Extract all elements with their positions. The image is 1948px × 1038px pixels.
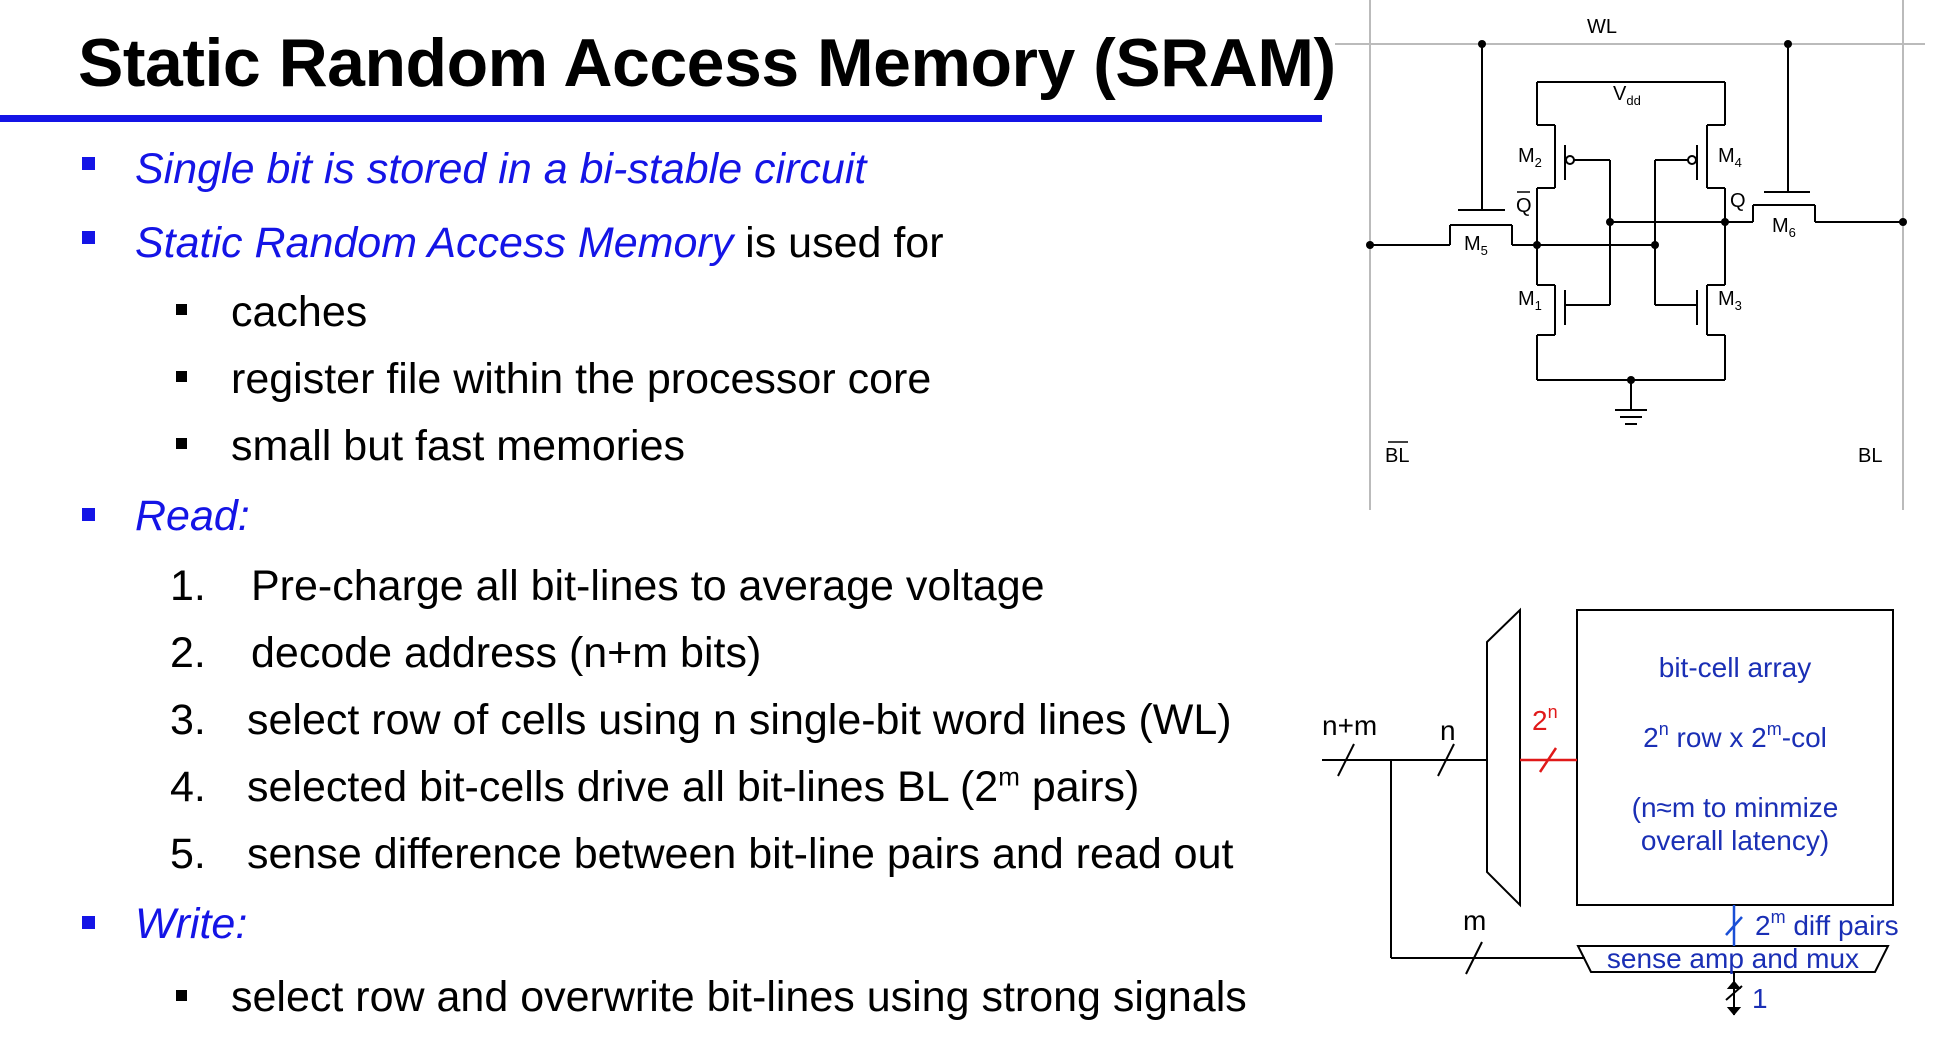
svg-text:M1: M1 — [1518, 288, 1542, 313]
sram-usage-rest: is used for — [733, 219, 944, 267]
m2-label: M — [1518, 145, 1535, 167]
m1-label: M — [1518, 288, 1535, 310]
nm-label: n+m — [1322, 710, 1377, 741]
output-one-label: 1 — [1752, 983, 1768, 1014]
array-dims-sup1: n — [1659, 719, 1669, 739]
bullet-sram-usage: Static Random Access Memory is used for — [135, 218, 944, 268]
read-step-3: select row of cells using n single-bit w… — [247, 696, 1232, 744]
diff-sup: m — [1771, 907, 1786, 927]
array-note-1: (n≈m to minmize — [1632, 792, 1839, 823]
blbar-label: BL — [1385, 445, 1409, 467]
svg-text:Vdd: Vdd — [1613, 83, 1641, 108]
bullet-marker — [82, 916, 95, 929]
read-step-4-sup: m — [998, 761, 1020, 792]
array-dims-b: row x 2 — [1669, 722, 1767, 753]
m3-subscript: 3 — [1735, 298, 1742, 313]
read-step-2: decode address (n+m bits) — [251, 629, 762, 677]
n-label: n — [1440, 715, 1456, 746]
wl-label: WL — [1587, 16, 1617, 38]
m6-label: M — [1772, 215, 1789, 237]
array-note-2: overall latency) — [1641, 825, 1829, 856]
sub-bullet-marker — [176, 371, 187, 382]
bullet-marker — [82, 508, 95, 521]
m4-label: M — [1718, 145, 1735, 167]
write-heading: Write: — [135, 900, 248, 948]
two-n-label: 2 — [1532, 705, 1548, 736]
bullet-marker — [82, 231, 95, 244]
read-step-4-text: selected bit-cells drive all bit-lines B… — [247, 763, 999, 811]
sub-bullet-marker — [176, 990, 187, 1001]
read-heading: Read: — [135, 492, 250, 540]
array-dims-a: 2 — [1643, 722, 1659, 753]
svg-text:M5: M5 — [1464, 233, 1488, 258]
diff-b: diff pairs — [1786, 910, 1899, 941]
m6-subscript: 6 — [1789, 225, 1796, 240]
sram-cell-schematic: WL Vdd M2 M4 M1 M3 M5 M6 Q Q BL BL — [1335, 0, 1925, 510]
svg-text:M6: M6 — [1772, 215, 1796, 240]
q-label: Q — [1730, 190, 1746, 212]
m1-subscript: 1 — [1535, 298, 1542, 313]
vdd-subscript: dd — [1626, 93, 1640, 108]
sram-term: Static Random Access Memory — [135, 219, 734, 267]
sram-array-diagram: n+m n 2n m bit-cell array 2n row x 2m-co… — [1322, 607, 1899, 1016]
sub-bullet-marker — [176, 438, 187, 449]
svg-text:M3: M3 — [1718, 288, 1742, 313]
title-underline — [0, 115, 1322, 122]
m5-subscript: 5 — [1481, 243, 1488, 258]
array-title: bit-cell array — [1659, 652, 1811, 683]
read-step-5: sense difference between bit-line pairs … — [247, 830, 1234, 878]
vdd-label: V — [1613, 83, 1627, 105]
use-register-file: register file within the processor core — [231, 355, 932, 403]
diff-a: 2 — [1755, 910, 1771, 941]
svg-text:M4: M4 — [1718, 145, 1742, 170]
bullet-bistable: Single bit is stored in a bi-stable circ… — [135, 145, 867, 193]
write-step: select row and overwrite bit-lines using… — [231, 973, 1247, 1021]
read-step-number: 4. — [170, 763, 206, 811]
bl-label: BL — [1858, 445, 1882, 467]
sub-bullet-marker — [176, 304, 187, 315]
svg-text:M2: M2 — [1518, 145, 1542, 170]
use-fast-memories: small but fast memories — [231, 422, 686, 470]
array-dims-c: -col — [1782, 722, 1827, 753]
m5-label: M — [1464, 233, 1481, 255]
sense-amp-label: sense amp and mux — [1607, 943, 1859, 974]
slide-title: Static Random Access Memory (SRAM) — [78, 25, 1336, 101]
read-step-4: selected bit-cells drive all bit-lines B… — [247, 762, 1139, 812]
svg-text:2m diff pairs: 2m diff pairs — [1755, 907, 1899, 941]
read-step-number: 2. — [170, 629, 206, 677]
m-label: m — [1463, 905, 1486, 936]
read-step-number: 5. — [170, 830, 206, 878]
m3-label: M — [1718, 288, 1735, 310]
bullet-marker — [82, 157, 95, 170]
read-step-4-tail: pairs) — [1019, 763, 1140, 811]
m4-subscript: 4 — [1735, 155, 1742, 170]
read-step-number: 1. — [170, 562, 206, 610]
m2-subscript: 2 — [1535, 155, 1542, 170]
read-step-number: 3. — [170, 696, 206, 744]
read-step-1: Pre-charge all bit-lines to average volt… — [251, 562, 1045, 610]
array-dims-sup2: m — [1767, 719, 1782, 739]
two-n-sup: n — [1548, 702, 1558, 722]
use-caches: caches — [231, 288, 368, 336]
qbar-label: Q — [1516, 195, 1532, 217]
svg-text:2n: 2n — [1532, 702, 1558, 736]
svg-text:2n row x 2m-col: 2n row x 2m-col — [1643, 719, 1827, 753]
